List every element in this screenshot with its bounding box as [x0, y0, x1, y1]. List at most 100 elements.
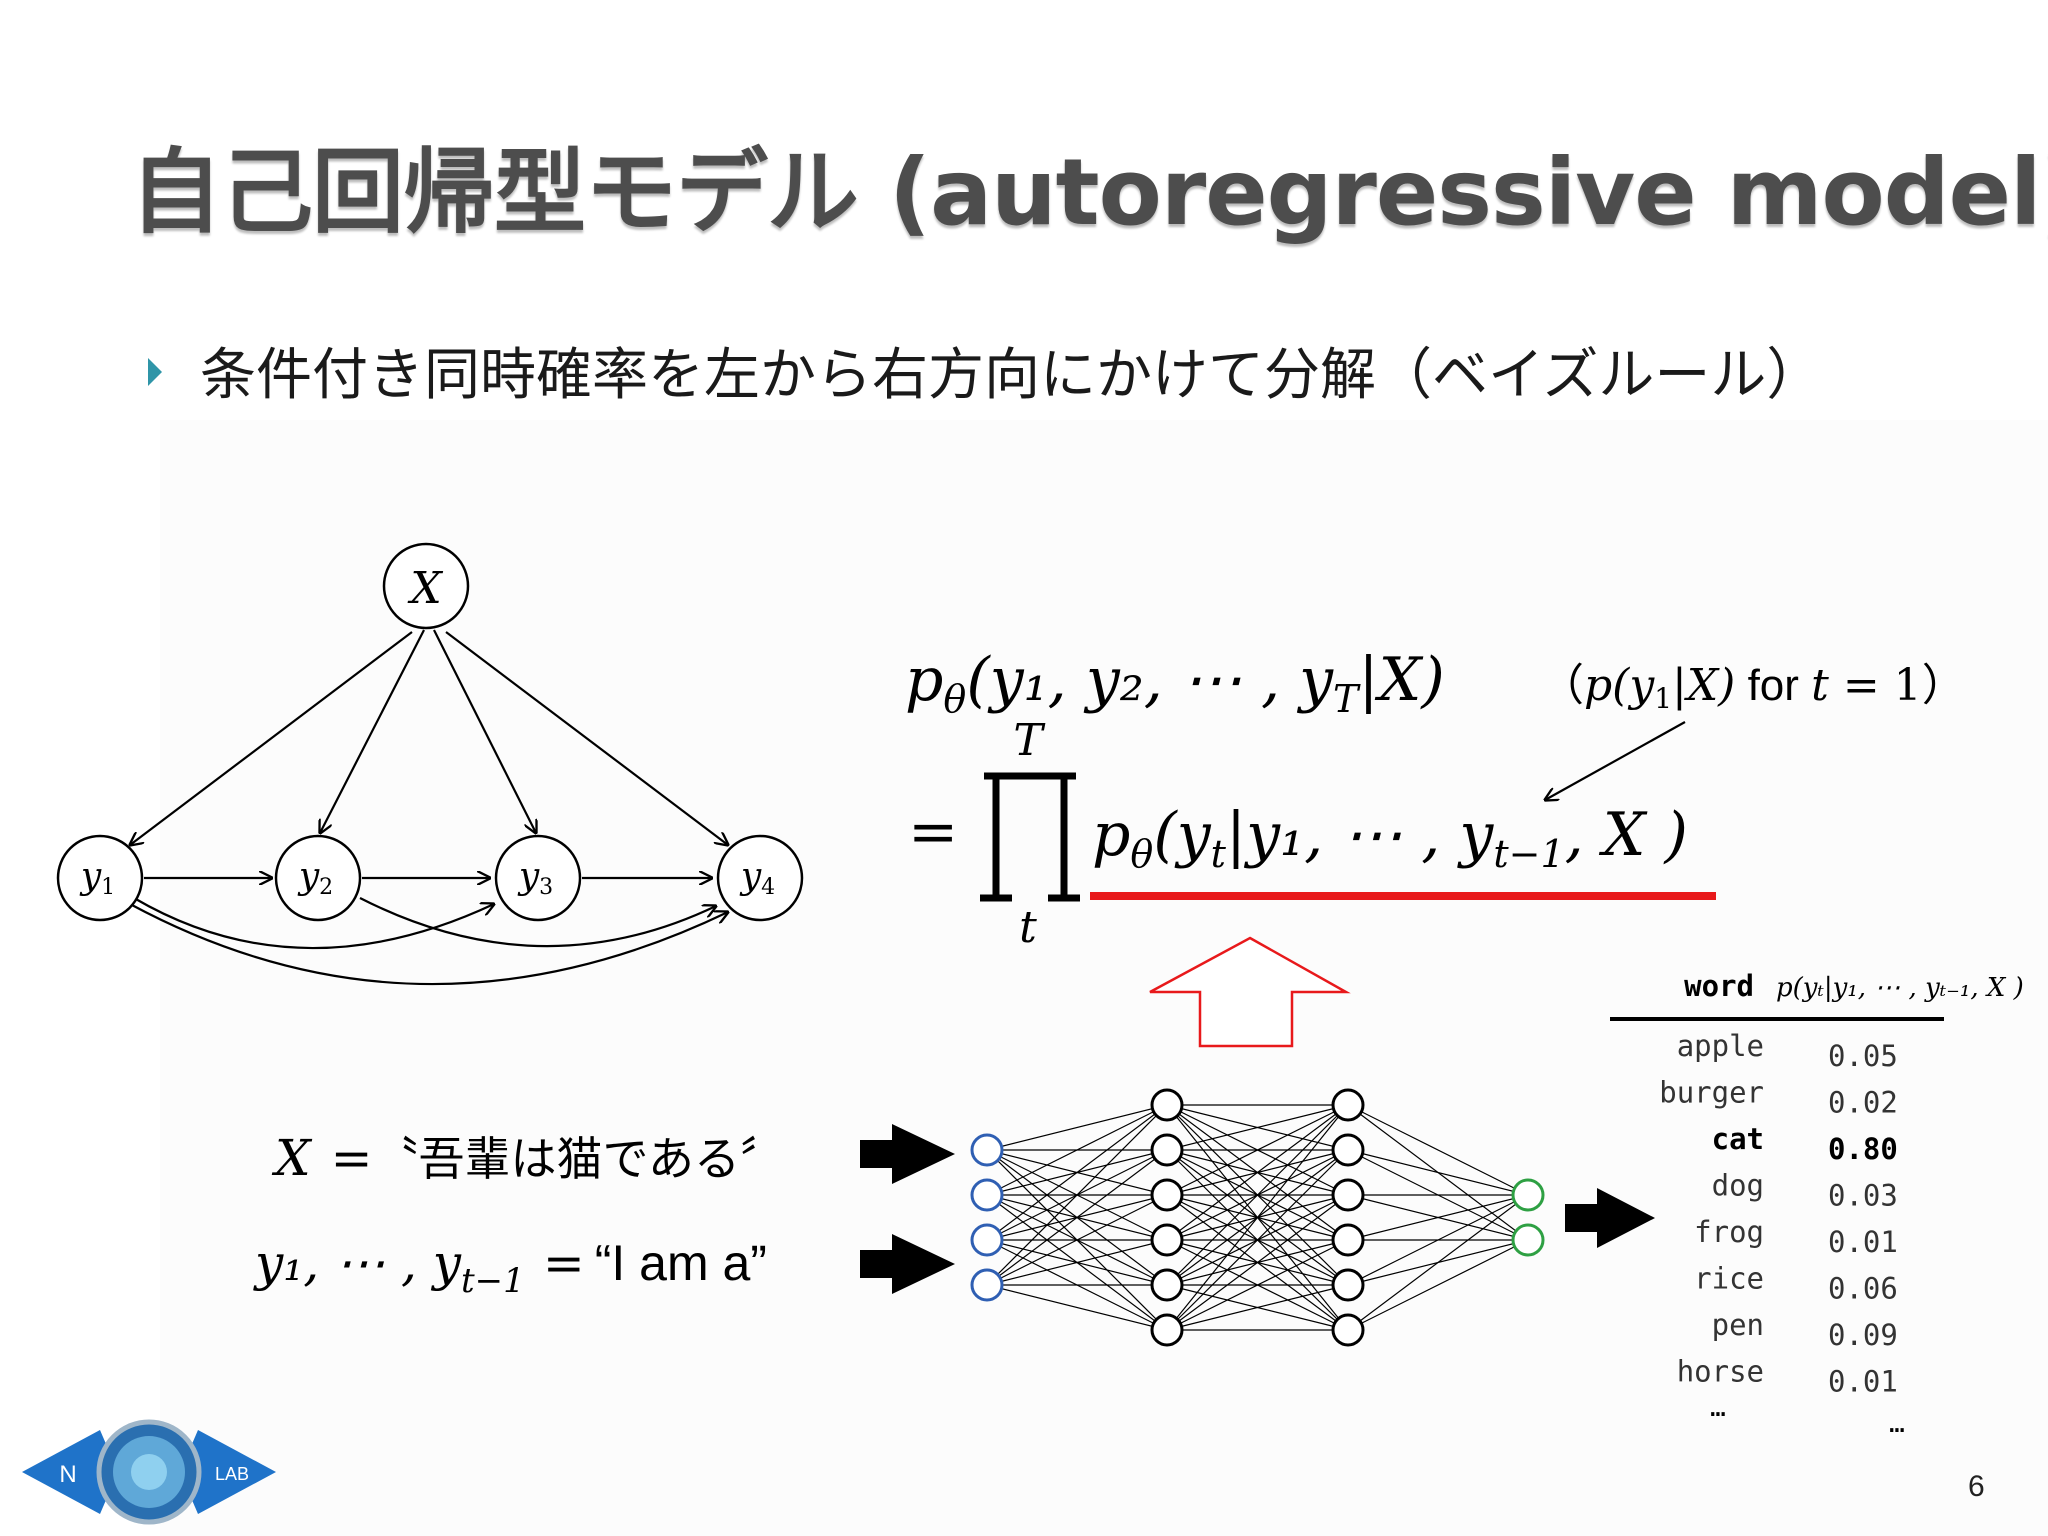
bullet-text: 条件付き同時確率を左から右方向にかけて分解（ベイズルール） [200, 343, 1823, 408]
nn-input-node [970, 1133, 1004, 1167]
nn-hidden2-node [1331, 1178, 1365, 1212]
nn-edge [986, 1149, 1168, 1286]
edge-x-y3 [433, 629, 536, 833]
note-arrow [1545, 721, 1686, 800]
nn-edge [1347, 1194, 1529, 1241]
nn-edge [1347, 1239, 1529, 1331]
nn-edges [986, 1104, 1529, 1331]
nn-edge [1166, 1104, 1349, 1196]
table-word-horse: horse [1677, 1355, 1764, 1389]
node-y1 [56, 834, 144, 922]
table-prob-horse: 0.01 [1828, 1365, 1898, 1399]
edge-y1-y4 [129, 903, 728, 986]
node-y2 [274, 834, 362, 922]
edge-y1-y3 [133, 897, 494, 950]
node-x [382, 542, 470, 630]
nn-hidden1-node [1150, 1133, 1184, 1167]
table-header-word: word [1684, 969, 1754, 1003]
output-arrow-icon [1565, 1188, 1655, 1248]
input-x-arrow-icon [860, 1124, 955, 1184]
page-number: 6 [1968, 1470, 1985, 1503]
nn-hidden1-node [1150, 1178, 1184, 1212]
table-word-cat: cat [1712, 1122, 1764, 1156]
product-upper-limit: T [1013, 715, 1046, 766]
nn-edge [1347, 1194, 1529, 1331]
nn-edge [1347, 1149, 1529, 1196]
nn-edge [1166, 1284, 1349, 1331]
nn-edge [1347, 1104, 1529, 1196]
slide-title: 自己回帰型モデル (autoregressive model) [130, 139, 2048, 246]
nn-edge [986, 1239, 1168, 1286]
content-panel [160, 420, 2048, 1536]
node-y2-label: y2 [297, 856, 333, 900]
input-x-line: X=〝吾輩は猫である〞 [271, 1129, 786, 1187]
node-y3-label: y3 [517, 856, 553, 900]
nn-edge [1166, 1104, 1349, 1331]
nn-hidden1-node [1150, 1268, 1184, 1302]
bullet-triangle-icon [148, 358, 162, 386]
nn-edge [986, 1104, 1168, 1196]
product-symbol [980, 772, 1080, 902]
nn-hidden2-node [1331, 1133, 1365, 1167]
table-ellipsis-prob: … [1889, 1409, 1905, 1439]
table-header-prob: p(yₜ|y₁, ⋯ , yₜ₋₁, X ) [1776, 973, 2024, 1003]
graph-edges [129, 629, 728, 986]
nn-input-node [970, 1178, 1004, 1212]
formula: pθ(y₁, y₂, ⋯ , yT|X) （p(y1|X) for t = 1）… [905, 645, 1966, 953]
table-word-apple: apple [1677, 1029, 1764, 1063]
table-prob-cat: 0.80 [1828, 1132, 1898, 1166]
edge-y2-y4 [359, 897, 716, 948]
edge-x-y1 [130, 631, 413, 845]
formula-rhs: pθ(yt|y₁, ⋯ , yt−1, X ) [1092, 800, 1688, 876]
nn-edge [1166, 1239, 1349, 1331]
node-y4-label: y4 [739, 856, 775, 900]
nn-output-node [1511, 1178, 1545, 1212]
bayes-graph: X y1 y2 y3 y4 [56, 542, 804, 986]
nn-edge [986, 1194, 1168, 1286]
node-y4 [716, 834, 804, 922]
table-prob-pen: 0.09 [1828, 1318, 1898, 1352]
product-lower-limit: t [1019, 902, 1037, 953]
nn-hidden2-node [1331, 1223, 1365, 1257]
graph-nodes [56, 542, 804, 922]
table-prob-apple: 0.05 [1828, 1039, 1898, 1073]
logo-left-wing [22, 1430, 118, 1514]
input-y-arrow-icon [860, 1234, 955, 1294]
table-ellipsis-word: … [1710, 1393, 1726, 1423]
table-prob-frog: 0.01 [1828, 1225, 1898, 1259]
table-prob-rice: 0.06 [1828, 1272, 1898, 1306]
table-word-frog: frog [1694, 1215, 1764, 1249]
probability-table: word p(yₜ|y₁, ⋯ , yₜ₋₁, X ) apple 0.05 bur… [1610, 969, 2024, 1439]
nn-hidden2-node [1331, 1268, 1365, 1302]
table-word-burger: burger [1659, 1076, 1764, 1110]
nn-edge [986, 1284, 1168, 1331]
nn-hidden1-node [1150, 1313, 1184, 1347]
input-y-line: y₁, ⋯ , yt−1=“I am a” [253, 1234, 767, 1301]
nn-edge [986, 1104, 1168, 1151]
nn-edge [1166, 1149, 1349, 1331]
table-word-pen: pen [1712, 1308, 1764, 1342]
formula-lhs: pθ(y₁, y₂, ⋯ , yT|X) [905, 645, 1445, 721]
nn-edge [986, 1104, 1168, 1286]
nn-nodes [970, 1088, 1545, 1347]
table-prob-dog: 0.03 [1828, 1179, 1898, 1213]
logo-letter-n: N [59, 1461, 76, 1488]
table-prob-burger: 0.02 [1828, 1086, 1898, 1120]
logo-letters-lab: LAB [215, 1464, 249, 1484]
formula-equals: = [908, 797, 958, 867]
logo-right-wing [180, 1430, 276, 1514]
node-y3 [494, 834, 582, 922]
node-y1-label: y1 [79, 856, 115, 900]
nlab-logo: N LAB [22, 1419, 276, 1525]
neural-network [970, 1088, 1545, 1347]
nn-hidden1-node [1150, 1223, 1184, 1257]
nn-edge [1166, 1104, 1349, 1151]
nn-edge [1166, 1104, 1349, 1241]
edge-x-y2 [320, 629, 425, 833]
formula-note: （p(y1|X) for t = 1） [1540, 660, 1966, 715]
nn-edge [1347, 1194, 1529, 1286]
up-arrow-icon [1149, 936, 1351, 1048]
node-x-label: X [407, 563, 443, 614]
